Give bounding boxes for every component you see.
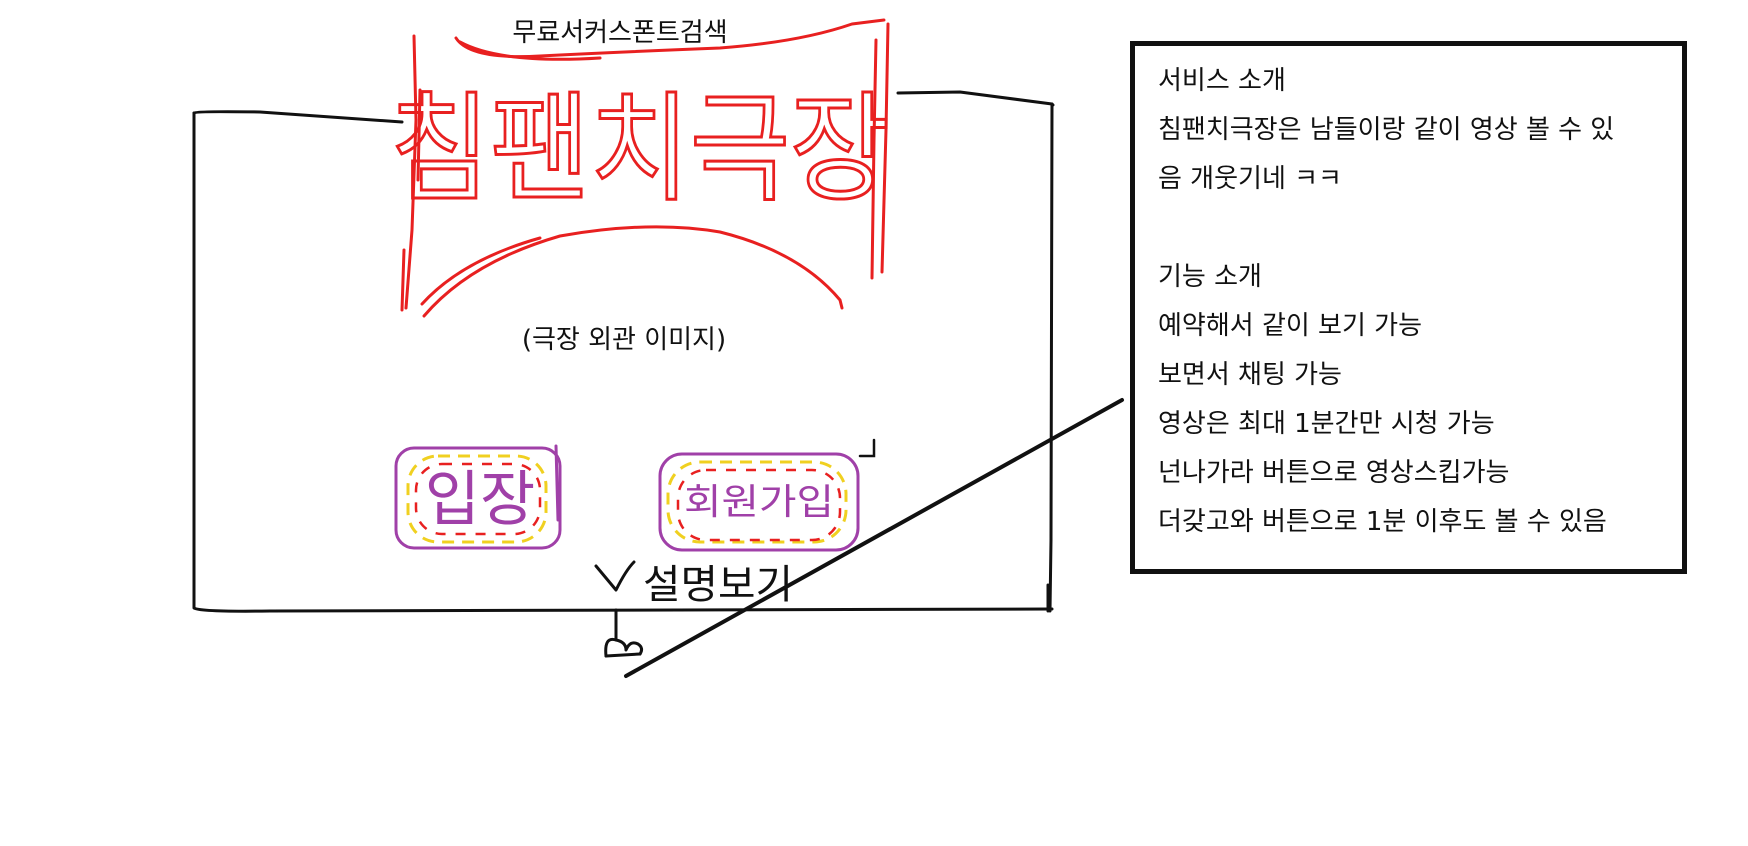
section-spacer [1158,204,1658,253]
signup-button-label: 회원가입 [684,482,834,523]
hero-image-caption: (극장 외관 이미지) [522,325,726,355]
enter-button-inner-red [414,462,542,536]
check-mark-icon [594,560,636,592]
theater-logo: 침팬치극장 [389,18,892,318]
signup-button-outline [658,452,860,552]
feature-intro-title: 기능 소개 [1158,262,1262,292]
logo-text: 침팬치극장 [390,80,890,218]
corner-tick-mark [858,438,876,458]
feature-line: 넌나가라 버튼으로 영상스킵가능 [1158,458,1510,488]
description-link-label: 설명보기 [643,562,793,608]
enter-button[interactable]: 입장 [394,444,562,550]
signup-button[interactable]: 회원가입 [658,438,876,552]
description-link[interactable]: 설명보기 [594,560,793,608]
enter-button-outline-tail [554,444,560,522]
feature-line: 더갖고와 버튼으로 1분 이후도 볼 수 있음 [1158,507,1607,537]
connector-line [624,398,1124,678]
service-intro-line: 음 개웃기네 ㅋㅋ [1158,164,1342,194]
signup-button-inner-yellow [666,460,848,544]
feature-line: 보면서 채팅 가능 [1158,360,1342,390]
service-intro-title: 서비스 소개 [1158,66,1286,96]
font-search-label[interactable]: 무료서커스폰트검색 [512,18,727,48]
enter-button-label: 입장 [425,465,535,535]
page-frame [192,90,1055,613]
description-panel: 서비스 소개 침팬치극장은 남들이랑 같이 영상 볼 수 있 음 개웃기네 ㅋㅋ… [1130,41,1687,574]
service-intro-line: 침팬치극장은 남들이랑 같이 영상 볼 수 있 [1158,115,1615,145]
signup-button-inner-red [676,468,842,542]
logo-frame [400,18,890,318]
hand-pointer-icon [604,608,644,658]
feature-line: 예약해서 같이 보기 가능 [1158,311,1422,341]
enter-button-outline [394,446,562,550]
feature-line: 영상은 최대 1분간만 시청 가능 [1158,409,1495,439]
